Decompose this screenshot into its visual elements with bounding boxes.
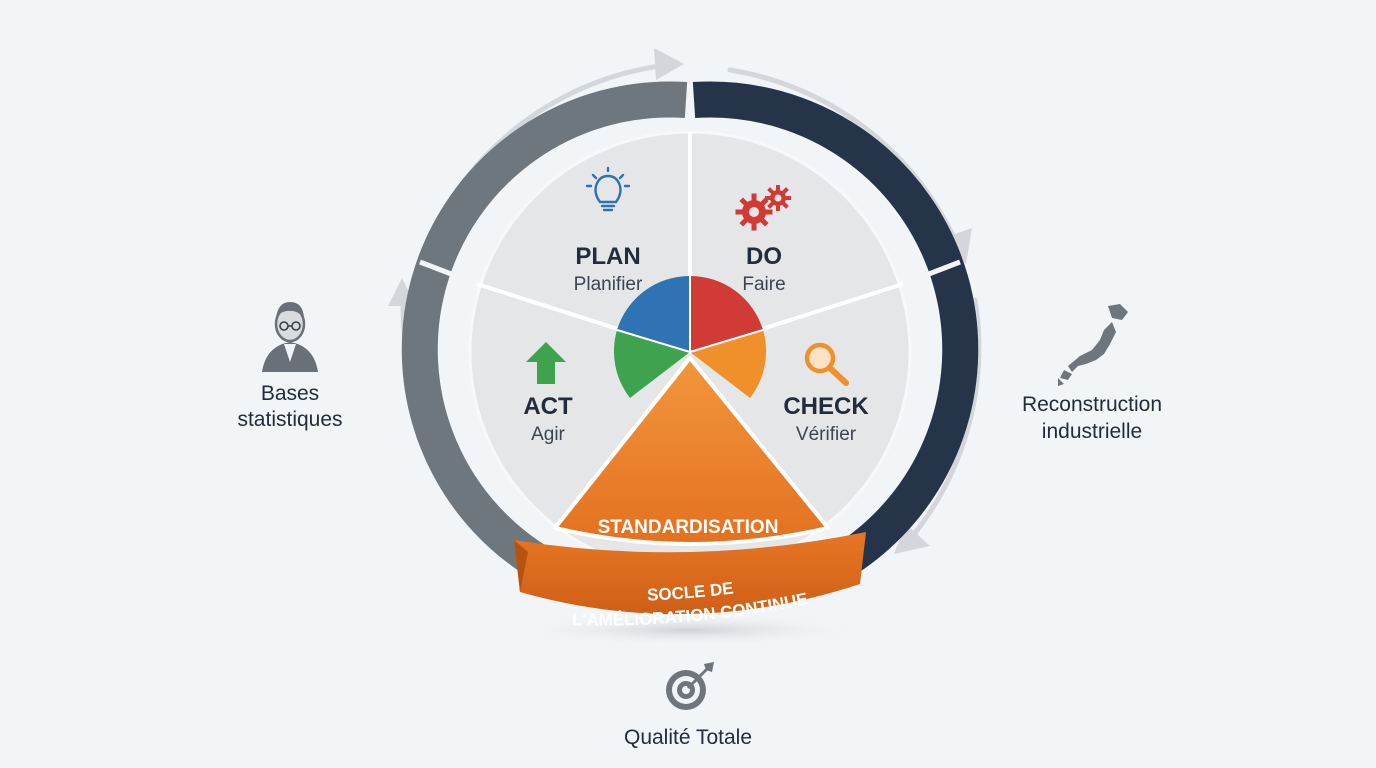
svg-text:statistiques: statistiques [237, 408, 342, 431]
magnifier-icon [804, 342, 849, 386]
banner-shade [514, 540, 528, 592]
plan-title: PLAN [575, 243, 640, 270]
check-subtitle: Vérifier [796, 424, 857, 445]
segment-act: ACT Agir [523, 393, 573, 445]
hub-do [690, 275, 763, 352]
lightbulb-icon [585, 166, 631, 212]
do-title: DO [746, 243, 782, 270]
target-icon [666, 662, 714, 710]
center-hub [613, 275, 767, 398]
foundation-banner [514, 532, 866, 615]
portrait-icon [262, 302, 318, 372]
act-subtitle: Agir [531, 424, 565, 445]
japan-map-icon [1058, 304, 1128, 386]
act-title: ACT [523, 393, 573, 420]
bottom-label: Qualité Totale [624, 726, 752, 749]
side-right-label: Reconstruction industrielle [1022, 393, 1162, 443]
ring-right [692, 81, 979, 586]
svg-text:Reconstruction: Reconstruction [1022, 393, 1162, 416]
arrow-right [902, 297, 982, 548]
segment-do: DO Faire [742, 243, 785, 295]
do-subtitle: Faire [742, 274, 785, 295]
svg-text:industrielle: industrielle [1042, 420, 1142, 443]
side-left-label: Bases statistiques [237, 382, 342, 431]
segment-plan: PLAN Planifier [574, 243, 643, 295]
hub-plan [617, 275, 690, 352]
base-shadow [510, 614, 870, 646]
standardisation-wedge [553, 356, 830, 546]
standardisation-label: STANDARDISATION [598, 517, 779, 538]
segment-check: CHECK Vérifier [783, 393, 869, 445]
svg-text:Bases: Bases [261, 382, 319, 405]
ring-separator-right [907, 259, 961, 285]
gears-icon [735, 185, 791, 231]
plan-subtitle: Planifier [574, 274, 643, 295]
arrowhead-top [654, 48, 684, 80]
ring-separator-left [419, 259, 473, 285]
check-title: CHECK [783, 393, 869, 420]
arrow-up-icon [526, 342, 566, 384]
ring-left [401, 81, 688, 586]
